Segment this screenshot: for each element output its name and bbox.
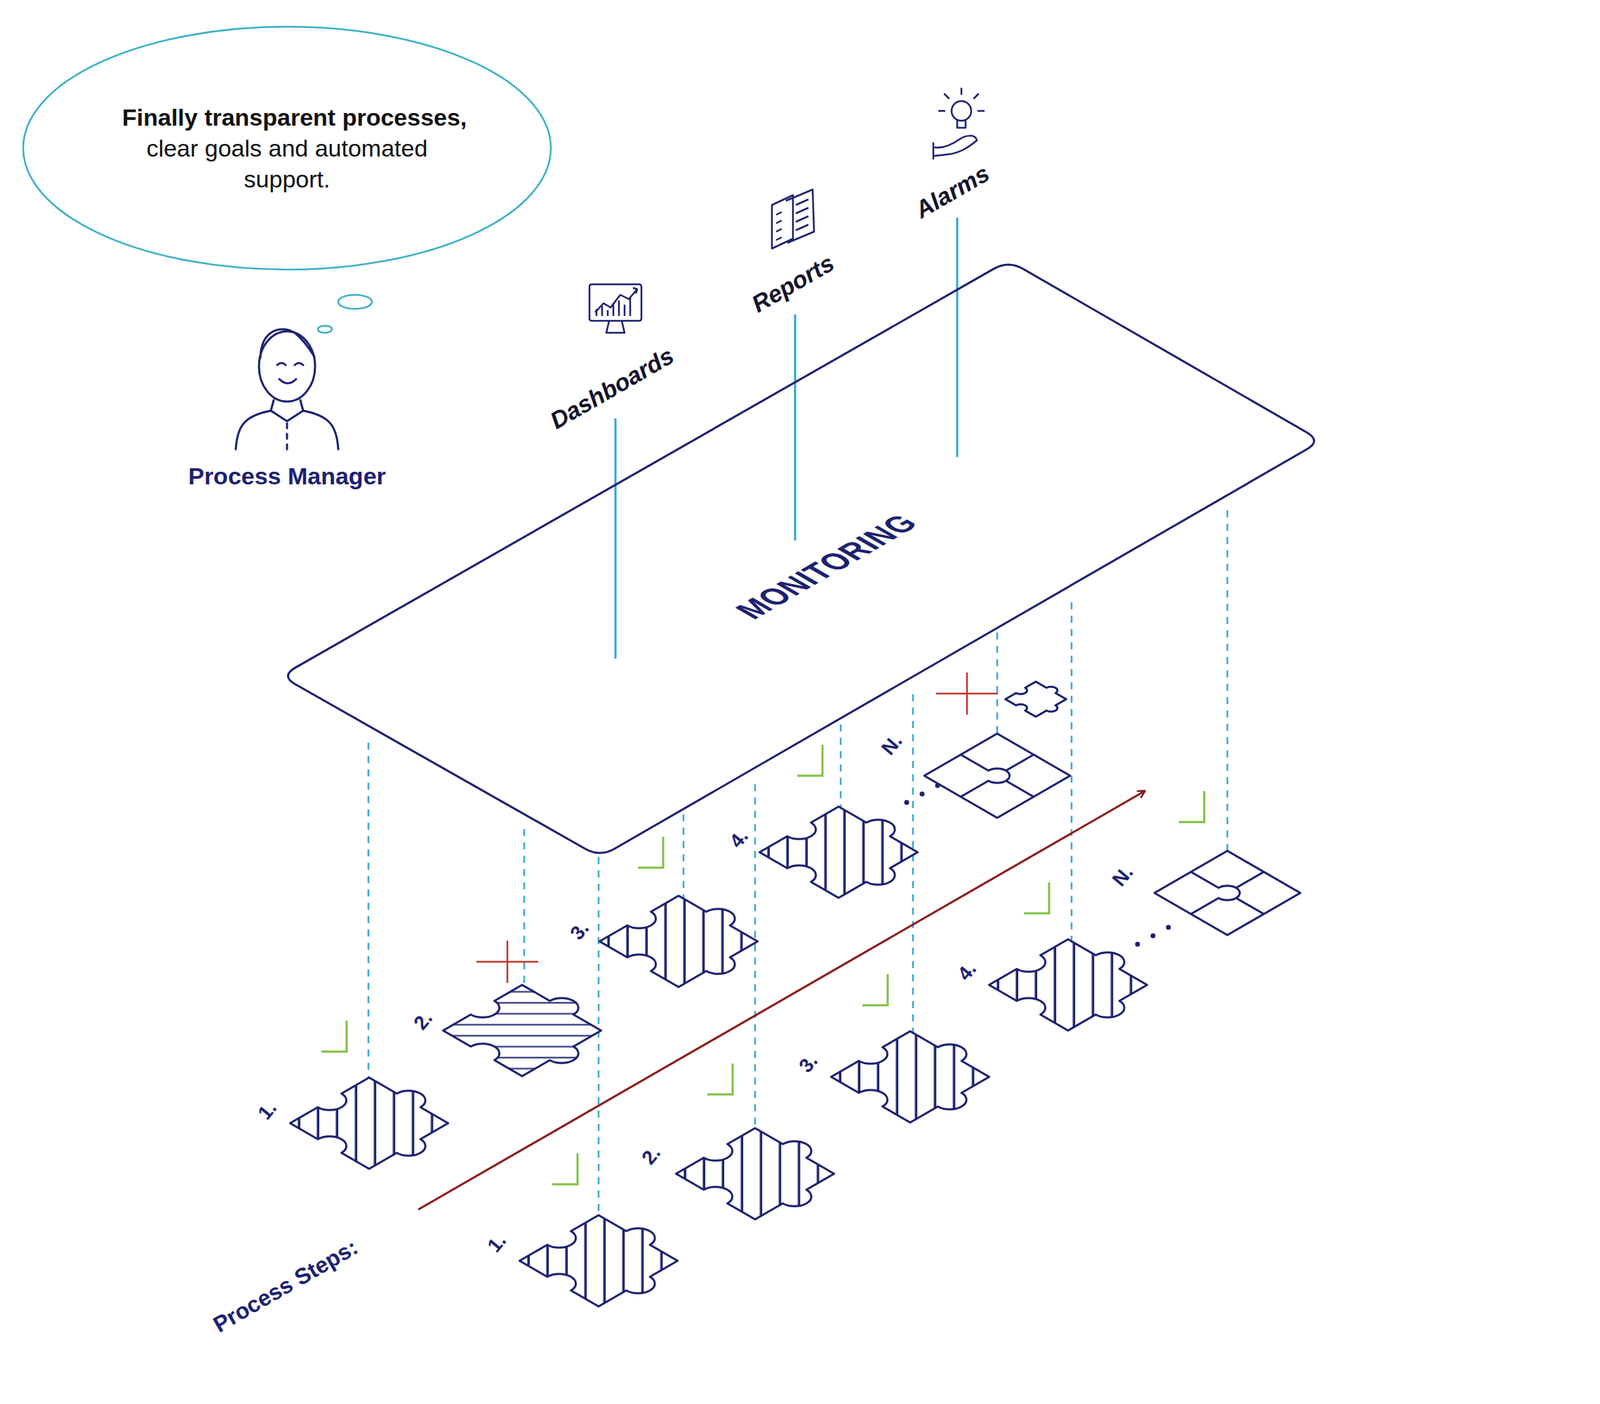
puzzle-piece xyxy=(830,1023,1013,1130)
axis-title: Process Steps: xyxy=(209,1233,363,1338)
platform-title: MONITORING xyxy=(727,508,927,624)
output-label: Dashboards xyxy=(545,341,679,435)
puzzle-piece xyxy=(675,1120,858,1226)
step-number: 2. xyxy=(409,1007,438,1034)
step-number: 1. xyxy=(482,1229,511,1257)
step-number: 4. xyxy=(952,957,982,985)
leader-line xyxy=(614,418,617,659)
monitoring-platform: MONITORING xyxy=(266,246,1336,871)
output-label: Alarms xyxy=(910,159,994,224)
check-mark xyxy=(552,1152,578,1184)
person-icon xyxy=(235,329,339,450)
thought-bubble: Finally transparent processes,clear goal… xyxy=(21,25,553,271)
puzzle-piece xyxy=(519,1207,702,1313)
puzzle-piece xyxy=(1154,850,1301,935)
step-number: 2. xyxy=(637,1141,666,1169)
step-number: 4. xyxy=(724,825,753,852)
ellipsis-dot xyxy=(1135,941,1141,947)
output-label: Reports xyxy=(747,249,840,318)
leader-line xyxy=(794,314,797,541)
puzzle-piece xyxy=(442,977,625,1083)
ellipsis-dot xyxy=(1166,924,1172,930)
ellipsis-dot xyxy=(935,783,941,789)
thought-dot xyxy=(338,294,372,309)
guide-line xyxy=(912,694,915,1082)
leader-line xyxy=(956,217,959,457)
ellipsis-dot xyxy=(1150,933,1156,939)
report-icon xyxy=(771,189,815,249)
plus-mark xyxy=(936,672,998,715)
step-number: 3. xyxy=(794,1049,823,1077)
platform-outline xyxy=(266,246,1336,871)
step-number: 3. xyxy=(565,917,594,944)
puzzle-piece xyxy=(599,888,782,994)
alarm-icon xyxy=(933,88,984,159)
check-mark xyxy=(797,744,823,776)
bubble-text: Finally transparent processes,clear goal… xyxy=(122,101,452,196)
check-mark xyxy=(637,836,664,868)
guide-line xyxy=(754,783,757,1175)
bubble-heading: Finally transparent processes, xyxy=(122,101,452,133)
plus-mark xyxy=(476,940,539,983)
thought-dot xyxy=(317,325,332,333)
guide-line xyxy=(597,856,600,1266)
check-mark xyxy=(1023,882,1050,913)
step-number: N. xyxy=(877,729,908,760)
puzzle-piece xyxy=(988,931,1171,1038)
bubble-body: clear goals and automated support. xyxy=(122,132,452,195)
puzzle-piece xyxy=(759,799,942,905)
check-mark xyxy=(862,974,888,1005)
puzzle-piece xyxy=(289,1070,472,1176)
dashboard-icon xyxy=(589,284,642,333)
check-mark xyxy=(707,1063,733,1095)
guide-line xyxy=(1226,510,1229,899)
ellipsis-dot xyxy=(920,791,925,797)
puzzle-piece xyxy=(1005,678,1076,720)
puzzle-piece xyxy=(924,733,1071,818)
guide-line xyxy=(1070,602,1073,985)
role-label: Process Manager xyxy=(188,462,386,490)
step-number: N. xyxy=(1108,861,1139,891)
check-mark xyxy=(321,1020,347,1052)
guide-line xyxy=(367,742,370,1133)
check-mark xyxy=(1178,790,1205,822)
ellipsis-dot xyxy=(904,800,910,805)
step-number: 1. xyxy=(253,1096,282,1124)
